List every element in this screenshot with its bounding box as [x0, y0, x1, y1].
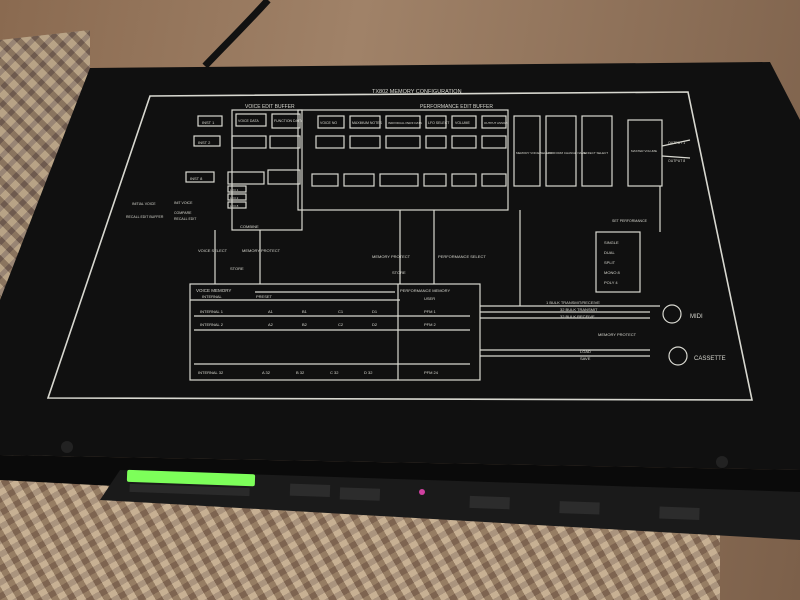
- inst-2-label: INST 2: [198, 140, 211, 145]
- memory-protect-left-label: MEMORY PROTECT: [242, 248, 281, 253]
- output-8-label: OUTPUT 8: [668, 159, 685, 163]
- screw-right: [716, 456, 728, 468]
- screw-left: [61, 441, 73, 453]
- initial-voice-label: INITIAL VOICE: [132, 202, 156, 206]
- mode-split: SPLIT: [604, 260, 616, 265]
- row1-a: A1: [268, 309, 274, 314]
- max-notes-label: MAXIMUM NOTES: [352, 121, 383, 125]
- indiv-perf-label: INDIVIDUAL PERF DATA: [388, 121, 422, 125]
- cassette-save: SAVE: [580, 356, 591, 361]
- voice-data-label: VOICE DATA: [238, 119, 259, 123]
- indicator-led: [419, 489, 425, 495]
- performance-memory-label: PERFORMANCE MEMORY: [400, 288, 450, 293]
- preset-header: PRESET: [256, 294, 273, 299]
- init-voice-label: INIT VOICE: [174, 201, 193, 205]
- panel-title: TX802 MEMORY CONFIGURATION: [372, 89, 462, 95]
- compare-label: COMPARE: [174, 211, 192, 215]
- row32-pfm: PFM 24: [424, 370, 439, 375]
- mode-mono8: MONO 8: [604, 270, 621, 275]
- row1-d: D1: [372, 309, 378, 314]
- output-assign-label: OUTPUT ASSIGN: [484, 121, 508, 125]
- recall-edit-buffer-label: RECALL EDIT BUFFER: [126, 215, 164, 219]
- internal-header: INTERNAL: [202, 294, 223, 299]
- row32-b: B 32: [296, 370, 305, 375]
- effect-select-label: EFFECT SELECT: [584, 151, 608, 155]
- function-data-label: FUNCTION DATA: [274, 119, 303, 123]
- lcd-bezel: [129, 483, 250, 497]
- recall-edit-label: RECALL EDIT: [174, 217, 197, 221]
- mode-single: SINGLE: [604, 240, 619, 245]
- lcd-display: [126, 469, 256, 487]
- panel-diagram: [46, 91, 753, 401]
- midi-line-3: 32 BULK RECEIVE: [560, 314, 595, 319]
- row2-pfm: PFM 2: [424, 322, 437, 327]
- output-1-label: OUTPUT 1: [668, 141, 685, 145]
- lfo-1-label: LFO 1: [230, 188, 239, 192]
- master-volume-label: MASTER VOLUME: [631, 149, 657, 153]
- row2-d: D2: [372, 322, 378, 327]
- power-cable: [202, 0, 271, 69]
- row1-internal: INTERNAL 1: [200, 309, 224, 314]
- voice-no-label: VOICE NO: [320, 121, 337, 125]
- cassette-label: CASSETTE: [694, 356, 726, 362]
- row32-d: D 32: [364, 370, 373, 375]
- row2-internal: INTERNAL 2: [200, 322, 224, 327]
- lfo-select-label: LFO SELECT: [428, 121, 450, 125]
- memory-voice-select-label: MEMORY VOICE SELECT: [516, 151, 552, 155]
- performance-select-label: PERFORMANCE SELECT: [438, 254, 486, 259]
- row1-pfm: PFM 1: [424, 309, 437, 314]
- midi-line-1: 1 BULK TRANSMIT/RECEIVE: [546, 300, 600, 305]
- set-performance-label: SET PERFORMANCE: [612, 219, 648, 223]
- row32-internal: INTERNAL 32: [198, 370, 224, 375]
- front-panel: [100, 470, 800, 540]
- row2-b: B2: [302, 322, 308, 327]
- lfo-8-label: LFO 8: [230, 204, 239, 208]
- mode-dual: DUAL: [604, 250, 615, 255]
- voice-edit-buffer-label: VOICE EDIT BUFFER: [245, 104, 295, 110]
- row32-c: C 32: [330, 370, 339, 375]
- store-left-label: STORE: [230, 266, 244, 271]
- volume-label: VOLUME: [455, 121, 470, 125]
- inst-8-label: INST 8: [190, 176, 203, 181]
- cassette-load: LOAD: [580, 349, 591, 354]
- row1-b: B1: [302, 309, 308, 314]
- perform-change-name-label: PERFORM CHANGE NAME: [548, 151, 586, 155]
- memory-protect-right-label: MEMORY PROTECT: [598, 332, 637, 337]
- user-header: USER: [424, 296, 435, 301]
- row2-c: C2: [338, 322, 344, 327]
- midi-line-2: 32 BULK TRANSMIT: [560, 307, 598, 312]
- memory-protect-mid-label: MEMORY PROTECT: [372, 254, 411, 259]
- row32-a: A 32: [262, 370, 271, 375]
- voice-memory-label: VOICE MEMORY: [196, 288, 231, 293]
- front-buttons: [289, 483, 700, 520]
- mode-poly4: POLY 4: [604, 280, 618, 285]
- row1-c: C1: [338, 309, 344, 314]
- lfo-2-label: LFO 2: [230, 196, 239, 200]
- perf-edit-buffer-label: PERFORMANCE EDIT BUFFER: [420, 104, 493, 110]
- voice-select-label: VOICE SELECT: [198, 248, 228, 253]
- store-mid-label: STORE: [392, 270, 406, 275]
- inst-1-label: INST 1: [202, 120, 215, 125]
- row2-a: A2: [268, 322, 274, 327]
- combine-label: COMBINE: [240, 224, 259, 229]
- midi-label: MIDI: [690, 314, 703, 320]
